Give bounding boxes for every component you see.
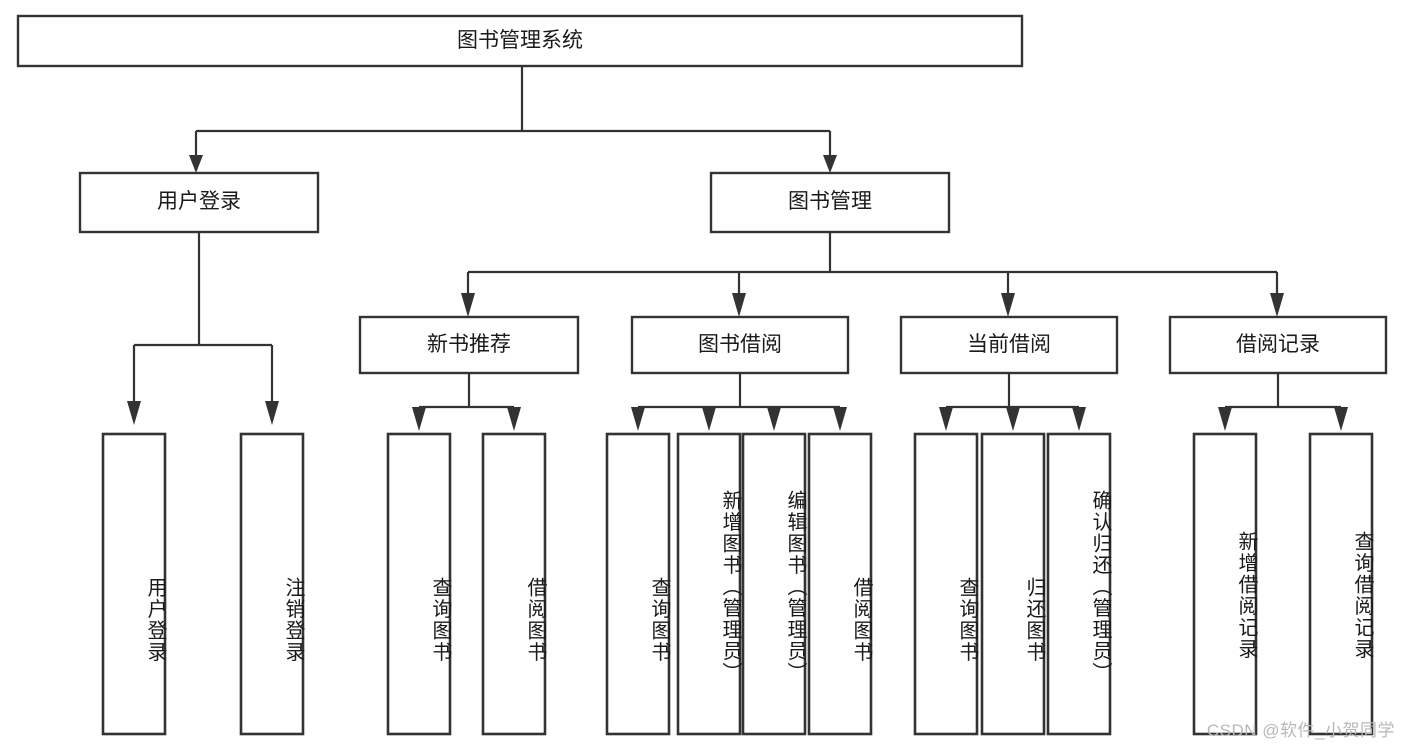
node-current-borrow-box[interactable] xyxy=(899,315,1119,375)
arrow-user-login-leaf-1 xyxy=(127,401,141,425)
node-borrow-record-box[interactable] xyxy=(1168,315,1388,375)
node-root-box[interactable] xyxy=(16,14,1024,68)
arrow-bookborrow-leaf-3 xyxy=(767,407,781,431)
arrow-root-to-book-mgmt xyxy=(823,155,837,173)
arrow-currentborrow-leaf-3 xyxy=(1072,407,1086,431)
arrow-borrowrecord-leaf-1 xyxy=(1218,407,1232,431)
node-user-login-box[interactable] xyxy=(78,171,320,234)
arrow-currentborrow-leaf-1 xyxy=(939,407,953,431)
arrow-bookborrow-leaf-2 xyxy=(702,407,716,431)
leaf-box-current-borrow-3[interactable] xyxy=(1046,432,1112,736)
leaf-box-book-borrow-1[interactable] xyxy=(605,432,671,736)
node-book-mgmt-box[interactable] xyxy=(709,171,951,234)
leaf-box-new-book-1[interactable] xyxy=(386,432,452,736)
leaf-box-user-login-1[interactable] xyxy=(101,432,167,736)
leaf-box-current-borrow-1[interactable] xyxy=(913,432,979,736)
node-book-borrow-box[interactable] xyxy=(630,315,850,375)
arrow-user-login-leaf-2 xyxy=(265,401,279,425)
arrow-root-to-user-login xyxy=(189,155,203,173)
leaf-box-user-login-2[interactable] xyxy=(239,432,305,736)
leaf-box-borrow-record-2[interactable] xyxy=(1308,432,1374,736)
leaf-box-book-borrow-4[interactable] xyxy=(807,432,873,736)
leaf-box-current-borrow-2[interactable] xyxy=(980,432,1046,736)
arrow-borrowrecord-leaf-2 xyxy=(1334,407,1348,431)
arrow-currentborrow-leaf-2 xyxy=(1006,407,1020,431)
arrow-newbook-leaf-2 xyxy=(507,407,521,431)
arrow-level3-4 xyxy=(1270,293,1284,317)
arrow-level3-2 xyxy=(732,293,746,317)
leaf-box-borrow-record-1[interactable] xyxy=(1192,432,1258,736)
arrow-newbook-leaf-1 xyxy=(412,407,426,431)
leaf-box-new-book-2[interactable] xyxy=(481,432,547,736)
arrow-level3-1 xyxy=(461,293,475,317)
arrow-bookborrow-leaf-1 xyxy=(631,407,645,431)
arrow-level3-3 xyxy=(1001,293,1015,317)
leaf-box-book-borrow-2[interactable] xyxy=(676,432,742,736)
arrow-bookborrow-leaf-4 xyxy=(833,407,847,431)
csdn-watermark: CSDN @软件_小贺同学 xyxy=(1206,721,1395,740)
node-new-book-box[interactable] xyxy=(358,315,580,375)
leaf-box-book-borrow-3[interactable] xyxy=(741,432,807,736)
